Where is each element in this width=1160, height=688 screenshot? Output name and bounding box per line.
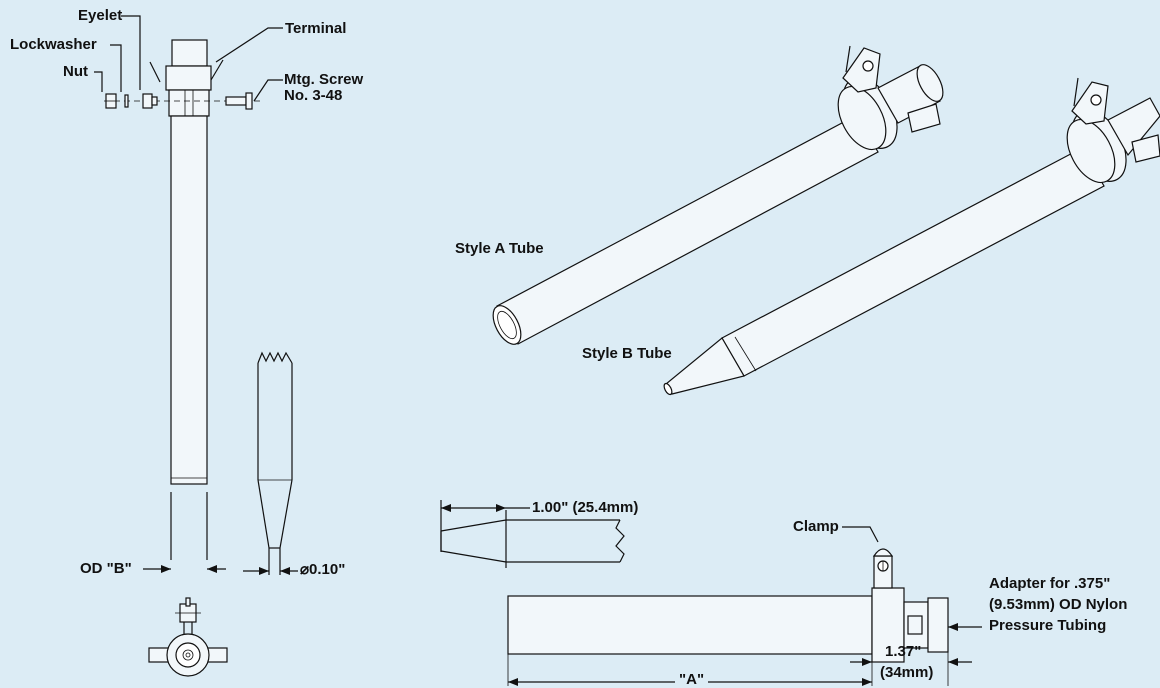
label-style-a: Style A Tube [455, 240, 544, 257]
horizontal-tube-side-view [507, 548, 982, 663]
label-adapter-1: Adapter for .375" [989, 575, 1111, 592]
tube-end-view [148, 597, 228, 677]
label-tip-diameter: ⌀0.10" [300, 561, 346, 578]
style-b-tip-section [257, 351, 293, 575]
callout-leaders-bottom [506, 507, 879, 543]
style-b-tube-iso [663, 77, 1160, 396]
label-adapter-2: (9.53mm) OD Nylon [989, 596, 1128, 613]
tube-lower-section [170, 492, 208, 560]
label-adapter-3: Pressure Tubing [989, 617, 1107, 634]
taper-length-dimension [441, 504, 506, 512]
callout-leaders-top [94, 15, 283, 102]
label-taper-length: 1.00" (25.4mm) [532, 499, 639, 516]
label-nut: Nut [63, 63, 88, 80]
label-eyelet: Eyelet [78, 7, 123, 24]
od-b-dimension [143, 565, 226, 573]
label-terminal: Terminal [285, 20, 347, 37]
label-clamp: Clamp [793, 518, 839, 535]
label-dim-34mm: (34mm) [880, 664, 934, 681]
label-od-b: OD "B" [80, 560, 132, 577]
vertical-tube-assembly [104, 39, 262, 485]
tip-diameter-dimension [243, 567, 298, 575]
label-lockwasher: Lockwasher [10, 36, 97, 53]
lockwasher [124, 94, 129, 108]
label-screw-size: No. 3-48 [284, 87, 343, 104]
style-a-tube-iso [492, 45, 944, 345]
label-mtg-screw: Mtg. Screw [284, 71, 364, 88]
label-dim-a: "A" [675, 672, 709, 688]
label-style-b: Style B Tube [582, 345, 672, 362]
eyelet [142, 93, 158, 109]
label-dim-137: 1.37" [885, 643, 922, 660]
nut [105, 93, 117, 109]
taper-side-view [440, 500, 625, 568]
mtg-screw [225, 92, 253, 110]
